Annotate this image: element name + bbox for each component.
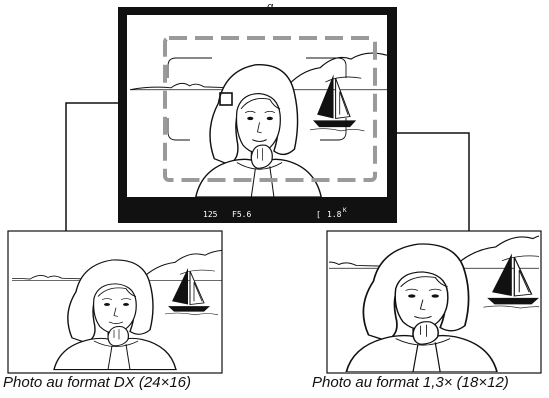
aperture-readout: F5.6 [232,210,251,219]
viewfinder: 125 F5.6 [ 1.8 K [118,7,397,223]
shutter-speed-readout: 125 [203,210,218,219]
panel-dx [7,230,223,374]
caption-13x: Photo au format 1,3× (18×12) [312,374,509,391]
caption-dx: Photo au format DX (24×16) [3,374,192,391]
frame-count-readout: 1.8 [327,210,342,219]
frame-bracket-readout: [ [316,210,321,219]
panel-13x [326,230,542,374]
leader-line-13x [387,132,470,231]
leader-line-dx [65,102,127,231]
frame-unit-readout: K [343,207,347,214]
crop-area-box [163,36,377,182]
af-area-brackets [167,57,347,141]
focus-point [219,92,233,106]
viewfinder-info-bar: 125 F5.6 [ 1.8 K [203,207,347,219]
